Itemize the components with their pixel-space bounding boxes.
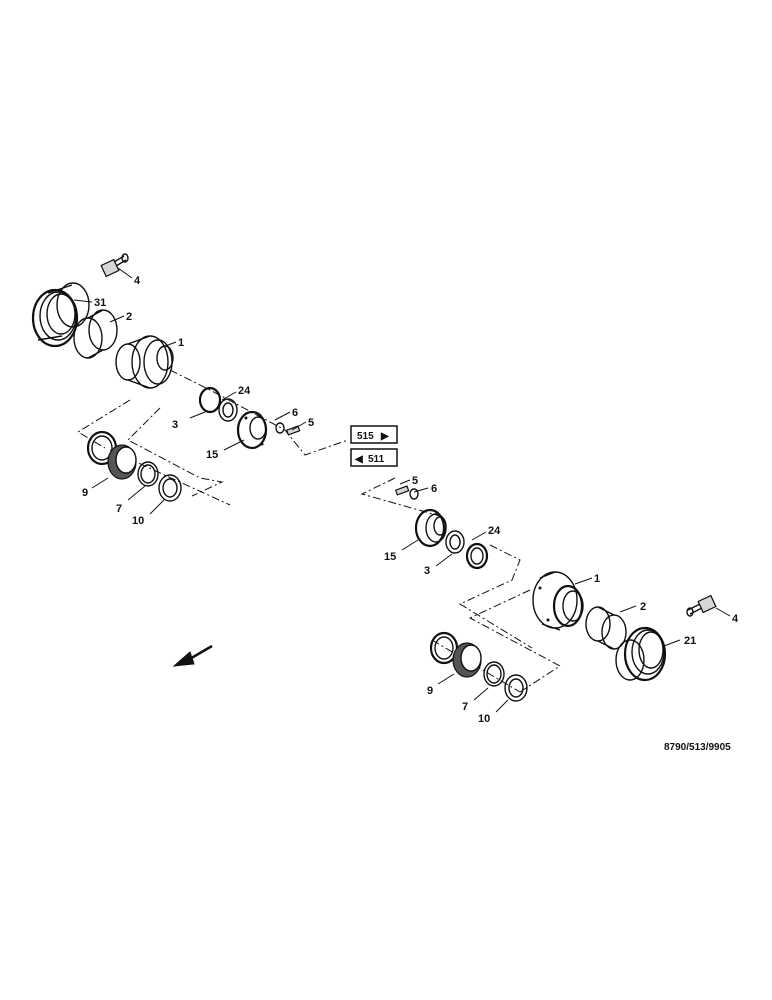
seal-31-upper xyxy=(31,282,90,348)
bolt-washer-lower xyxy=(394,485,419,500)
flange-15-lower xyxy=(414,508,447,548)
callout-15-lower: 15 xyxy=(384,551,396,563)
callout-24-lower: 24 xyxy=(488,525,501,537)
callout-4-lower: 4 xyxy=(732,613,739,625)
callout-6-lower: 6 xyxy=(431,483,437,495)
lower-assembly: 5 6 24 15 3 1 2 4 21 9 7 10 xyxy=(360,475,739,725)
callout-5-lower: 5 xyxy=(412,475,418,487)
rings-3-24-upper xyxy=(198,386,238,422)
rings-9-7-10-lower xyxy=(429,631,528,702)
callout-15-upper: 15 xyxy=(206,449,218,461)
front-direction-arrow-icon xyxy=(172,644,213,667)
grease-nipple-lower xyxy=(686,594,717,617)
callout-31-upper: 31 xyxy=(94,297,106,309)
flange-15-upper xyxy=(236,410,268,450)
arrow-right-icon: ▶ xyxy=(380,431,390,442)
callout-7-upper: 7 xyxy=(116,503,122,515)
seal-21-lower xyxy=(615,626,667,682)
hub-1-lower xyxy=(532,571,584,631)
callout-5-upper: 5 xyxy=(308,417,314,429)
rings-24-3-lower xyxy=(445,530,489,570)
bearing-cup-2-upper xyxy=(73,309,118,359)
callout-2-lower: 2 xyxy=(640,601,646,613)
callout-10-upper: 10 xyxy=(132,515,144,527)
callout-9-lower: 9 xyxy=(427,685,433,697)
callout-7-lower: 7 xyxy=(462,701,468,713)
bearing-cup-2-lower xyxy=(585,606,627,650)
drawing-reference-number: 8790/513/9905 xyxy=(664,742,731,753)
callout-9-upper: 9 xyxy=(82,487,88,499)
page-ref-next[interactable]: 515 ▶ xyxy=(350,425,398,444)
callout-3-lower: 3 xyxy=(424,565,430,577)
callout-21-lower: 21 xyxy=(684,635,696,647)
grease-nipple-upper xyxy=(100,253,129,278)
hub-1-upper xyxy=(115,335,174,389)
page-ref-prev[interactable]: ◀ 511 xyxy=(350,448,398,467)
rings-9-7-10-upper xyxy=(86,430,182,502)
upper-assembly: 4 31 2 1 24 3 6 5 15 9 7 10 xyxy=(31,253,349,527)
callout-10-lower: 10 xyxy=(478,713,490,725)
callout-1-lower: 1 xyxy=(594,573,600,585)
callout-4-upper: 4 xyxy=(134,275,141,287)
callout-6-upper: 6 xyxy=(292,407,298,419)
bolt-washer-upper xyxy=(275,422,301,436)
svg-text:511: 511 xyxy=(368,454,385,465)
callout-24-upper: 24 xyxy=(238,385,251,397)
svg-text:515: 515 xyxy=(357,431,374,442)
arrow-left-icon: ◀ xyxy=(354,454,363,465)
callout-2-upper: 2 xyxy=(126,311,132,323)
callout-1-upper: 1 xyxy=(178,337,184,349)
callout-3-upper: 3 xyxy=(172,419,178,431)
